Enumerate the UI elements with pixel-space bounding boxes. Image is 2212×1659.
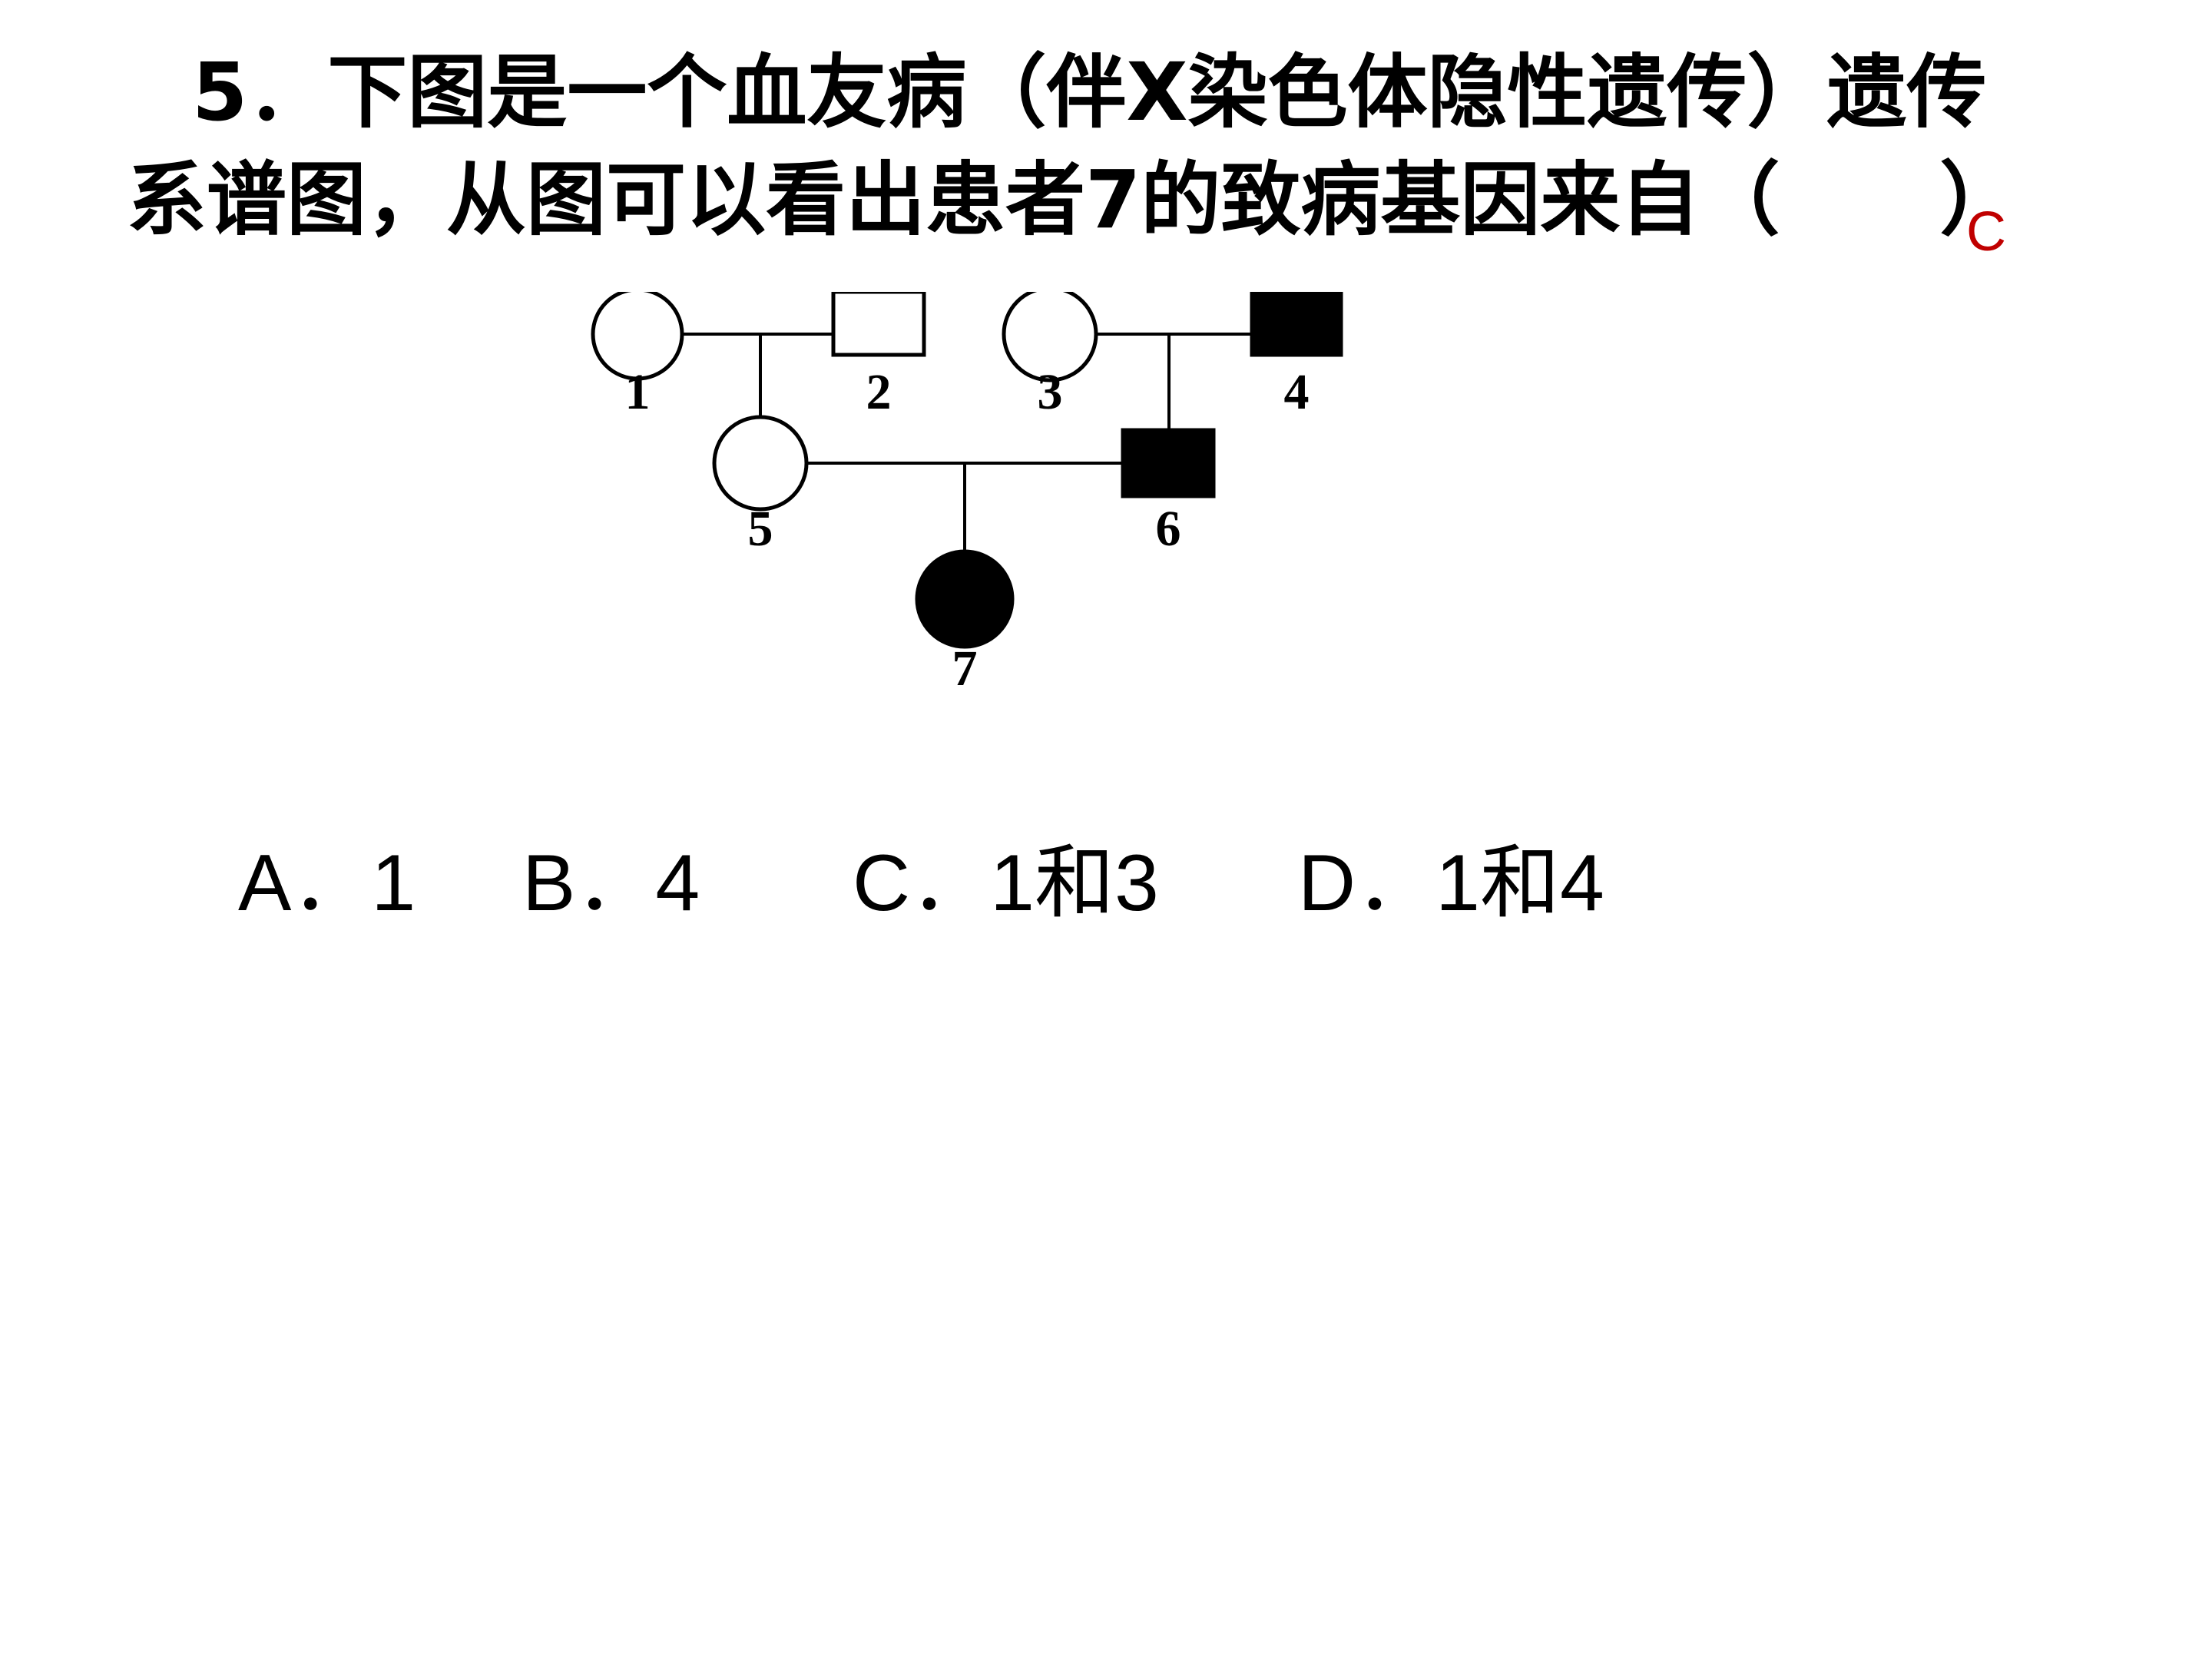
question-line-2: 系谱图，从图可以看出患者7的致病基因来自（ ） bbox=[127, 153, 2020, 247]
answer-options: A．1 B．4 C．1和3 D．1和4 bbox=[238, 837, 2081, 929]
pedigree-chart: 1 2 3 4 5 6 7 bbox=[591, 292, 1343, 691]
label-3: 3 bbox=[1038, 364, 1063, 420]
pedigree-lines bbox=[682, 333, 1252, 567]
individual-2-male bbox=[831, 292, 926, 357]
label-1: 1 bbox=[625, 364, 651, 420]
individual-7-female-affected bbox=[915, 549, 1015, 649]
option-d: D．1和4 bbox=[1298, 839, 1604, 928]
individual-4-male-affected bbox=[1250, 292, 1343, 357]
option-a: A．1 bbox=[238, 839, 416, 928]
label-5: 5 bbox=[748, 501, 773, 557]
label-6: 6 bbox=[1156, 501, 1181, 557]
question-block: 5．下图是一个血友病（伴X染色体隐性遗传）遗传 系谱图，从图可以看出患者7的致病… bbox=[0, 0, 2212, 276]
label-4: 4 bbox=[1284, 364, 1310, 420]
answer-mark: C bbox=[1966, 201, 2006, 263]
individual-5-female bbox=[712, 415, 809, 512]
question-line-1: 5．下图是一个血友病（伴X染色体隐性遗传）遗传 bbox=[192, 45, 1987, 139]
individual-6-male-affected bbox=[1121, 428, 1216, 498]
individual-1-female bbox=[591, 292, 684, 381]
option-c: C．1和3 bbox=[853, 839, 1159, 928]
option-b: B．4 bbox=[522, 839, 700, 928]
label-2: 2 bbox=[866, 364, 892, 420]
individual-3-female bbox=[1002, 292, 1098, 382]
label-7: 7 bbox=[952, 641, 978, 691]
